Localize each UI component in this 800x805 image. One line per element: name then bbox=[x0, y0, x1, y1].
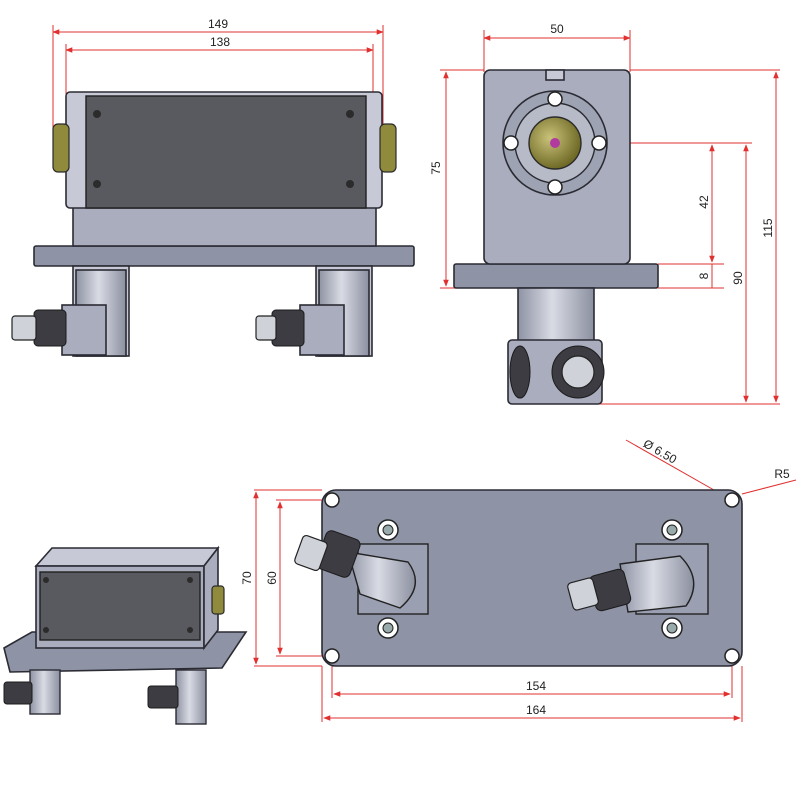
dim-label-75: 75 bbox=[429, 161, 443, 175]
mount-hole-inner bbox=[382, 524, 394, 536]
side-leg bbox=[517, 287, 595, 349]
side-view: 50 75 42 8 90 115 bbox=[429, 22, 780, 405]
left-connector-tip bbox=[11, 315, 37, 341]
side-connector-left-icon bbox=[509, 345, 531, 399]
bottom-view: 70 60 154 164 Ø 6.50 R5 bbox=[240, 436, 797, 722]
iso-lens-icon bbox=[211, 585, 225, 615]
screw-icon bbox=[346, 180, 354, 188]
iso-housing-side bbox=[203, 545, 219, 651]
leader-radius bbox=[741, 479, 797, 495]
corner-hole bbox=[324, 648, 340, 664]
screw-icon bbox=[43, 577, 49, 583]
screw-icon bbox=[93, 180, 101, 188]
side-base-plate bbox=[453, 263, 659, 289]
dim-label-138: 138 bbox=[210, 35, 230, 49]
dim-label-50: 50 bbox=[550, 22, 564, 36]
right-connector-tip bbox=[255, 315, 277, 341]
lens-center bbox=[550, 138, 560, 148]
corner-hole bbox=[724, 492, 740, 508]
left-lens-icon bbox=[52, 123, 70, 173]
side-connector-tip bbox=[561, 355, 595, 389]
dim-label-164: 164 bbox=[526, 703, 546, 717]
front-view: 149 138 bbox=[11, 17, 415, 357]
base-plate bbox=[33, 245, 415, 267]
mount-hole-inner bbox=[382, 622, 394, 634]
dim-label-hole: Ø 6.50 bbox=[641, 436, 679, 466]
dim-label-radius: R5 bbox=[774, 467, 790, 481]
corner-hole bbox=[324, 492, 340, 508]
screw-icon bbox=[187, 627, 193, 633]
iso-left-leg bbox=[29, 669, 61, 715]
mount-hole bbox=[503, 135, 519, 151]
left-connector-icon bbox=[33, 309, 67, 347]
iso-front-panel bbox=[39, 571, 201, 641]
screw-icon bbox=[93, 110, 101, 118]
left-elbow-body bbox=[347, 551, 417, 609]
right-connector-icon bbox=[271, 309, 305, 347]
screw-icon bbox=[43, 627, 49, 633]
iso-view bbox=[3, 545, 248, 725]
mount-hole bbox=[547, 91, 563, 107]
dim-label-70: 70 bbox=[240, 571, 254, 585]
iso-right-leg bbox=[175, 669, 207, 725]
mount-hole bbox=[547, 179, 563, 195]
mount-hole-inner bbox=[666, 524, 678, 536]
iso-right-connector-icon bbox=[147, 685, 179, 709]
screw-icon bbox=[346, 110, 354, 118]
right-elbow bbox=[299, 304, 345, 356]
mount-hole bbox=[591, 135, 607, 151]
top-tab bbox=[545, 69, 565, 81]
dim-label-60: 60 bbox=[265, 571, 279, 585]
left-elbow bbox=[61, 304, 107, 356]
bottom-plate bbox=[321, 489, 743, 667]
dim-label-149: 149 bbox=[208, 17, 228, 31]
bottom-left-connector-tip bbox=[294, 534, 328, 572]
right-elbow-body bbox=[619, 555, 695, 613]
front-panel bbox=[85, 95, 367, 209]
dim-label-8: 8 bbox=[697, 272, 711, 279]
iso-housing-top bbox=[34, 547, 220, 567]
housing-lower bbox=[72, 205, 377, 247]
bottom-right-connector-tip bbox=[567, 577, 599, 611]
right-lens-icon bbox=[379, 123, 397, 173]
leader-hole bbox=[625, 439, 729, 499]
mount-hole-inner bbox=[666, 622, 678, 634]
iso-left-connector-icon bbox=[3, 681, 33, 705]
screw-icon bbox=[187, 577, 193, 583]
dim-label-154: 154 bbox=[526, 679, 546, 693]
corner-hole bbox=[724, 648, 740, 664]
dim-label-115: 115 bbox=[761, 218, 775, 237]
dim-label-42: 42 bbox=[697, 195, 711, 209]
dim-label-90: 90 bbox=[731, 271, 745, 285]
